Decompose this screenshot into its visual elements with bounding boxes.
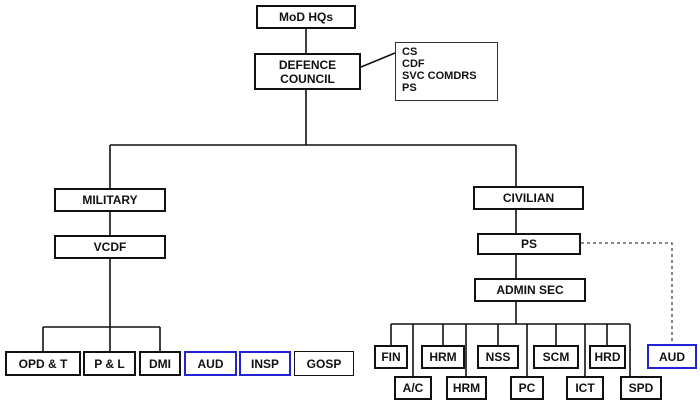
connector-council-note	[360, 52, 396, 68]
node-military: MILITARY	[54, 188, 166, 212]
node-nss: NSS	[477, 345, 519, 369]
node-hrm-bottom: HRM	[446, 376, 487, 400]
node-vcdf: VCDF	[54, 235, 166, 259]
council-member-cdf: CDF	[402, 58, 425, 70]
council-member-ps: PS	[402, 82, 417, 94]
node-dmi: DMI	[139, 351, 181, 376]
council-member-svc-comdrs: SVC COMDRS	[402, 70, 477, 82]
node-hrd: HRD	[589, 345, 626, 369]
node-scm: SCM	[533, 345, 579, 369]
node-p-and-l: P & L	[83, 351, 136, 376]
node-ps: PS	[477, 233, 581, 255]
node-insp: INSP	[239, 351, 291, 376]
node-pc: PC	[510, 376, 544, 400]
council-member-cs: CS	[402, 46, 418, 58]
defence-council-line-2: COUNCIL	[280, 71, 335, 86]
node-gosp: GOSP	[294, 351, 354, 376]
node-spd: SPD	[620, 376, 662, 400]
council-members-note: CS CDF SVC COMDRS PS	[395, 42, 498, 101]
node-aud-civil: AUD	[647, 344, 697, 369]
node-ict: ICT	[566, 376, 604, 400]
node-opd-and-t: OPD & T	[5, 351, 81, 376]
dashed-link-ps-audit	[581, 242, 673, 344]
node-admin-sec: ADMIN SEC	[474, 278, 586, 302]
node-hrm-top: HRM	[421, 345, 465, 369]
node-ac: A/C	[394, 376, 432, 400]
node-aud-military: AUD	[184, 351, 237, 376]
node-defence-council: DEFENCE COUNCIL	[254, 53, 361, 90]
node-civilian: CIVILIAN	[473, 186, 584, 210]
node-fin: FIN	[374, 345, 408, 369]
node-mod-hqs: MoD HQs	[256, 5, 356, 29]
defence-council-line-1: DEFENCE	[278, 57, 337, 72]
